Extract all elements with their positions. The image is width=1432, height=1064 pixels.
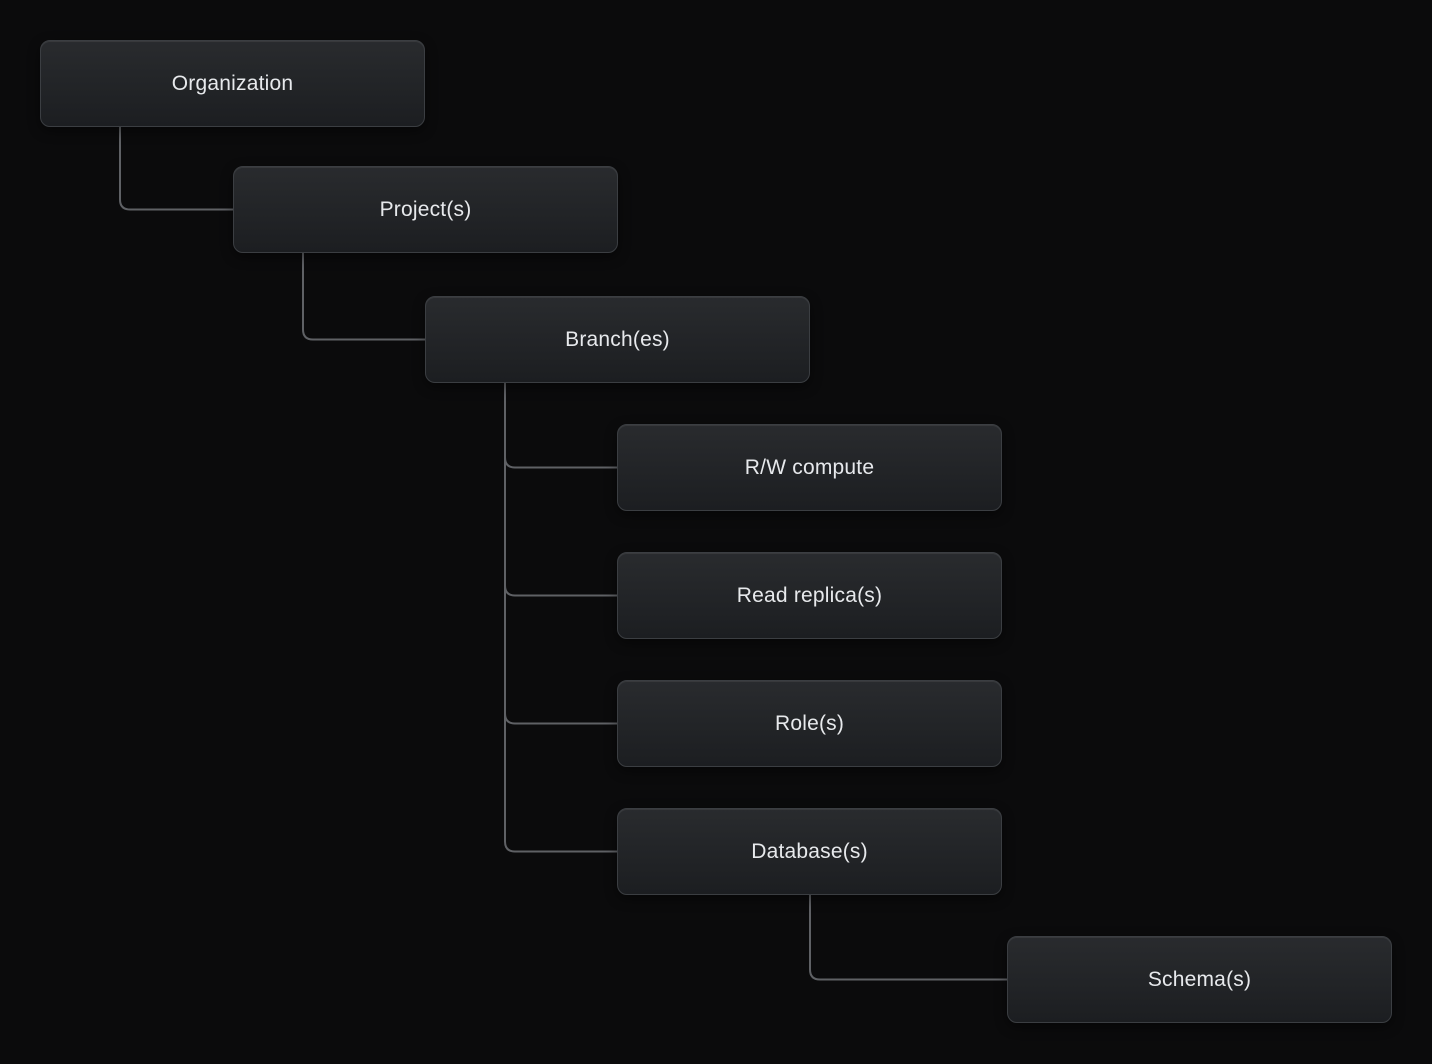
node-databases-label: Database(s): [751, 839, 868, 863]
node-branches: Branch(es): [425, 296, 810, 383]
node-projects: Project(s): [233, 166, 618, 253]
node-rw-compute-label: R/W compute: [744, 455, 875, 479]
node-branches-label: Branch(es): [565, 327, 670, 351]
node-read-replicas: Read replica(s): [617, 552, 1002, 639]
edge-branches-rw-compute: [504, 457, 617, 469]
node-schemas-label: Schema(s): [1147, 967, 1252, 991]
edge-projects-branches: [302, 253, 425, 341]
node-roles: Role(s): [617, 680, 1002, 767]
node-read-replicas-label: Read replica(s): [736, 583, 883, 607]
edge-branches-roles: [504, 713, 617, 725]
node-rw-compute: R/W compute: [617, 424, 1002, 511]
node-projects-label: Project(s): [379, 197, 472, 221]
node-schemas: Schema(s): [1007, 936, 1392, 1023]
edge-branches-read-replicas: [504, 585, 617, 597]
node-organization: Organization: [40, 40, 425, 127]
node-databases: Database(s): [617, 808, 1002, 895]
edge-databases-schemas: [809, 895, 1007, 981]
node-roles-label: Role(s): [774, 711, 845, 735]
edge-branches-databases: [504, 841, 617, 853]
node-organization-label: Organization: [171, 71, 294, 95]
edge-organization-projects: [119, 127, 233, 211]
